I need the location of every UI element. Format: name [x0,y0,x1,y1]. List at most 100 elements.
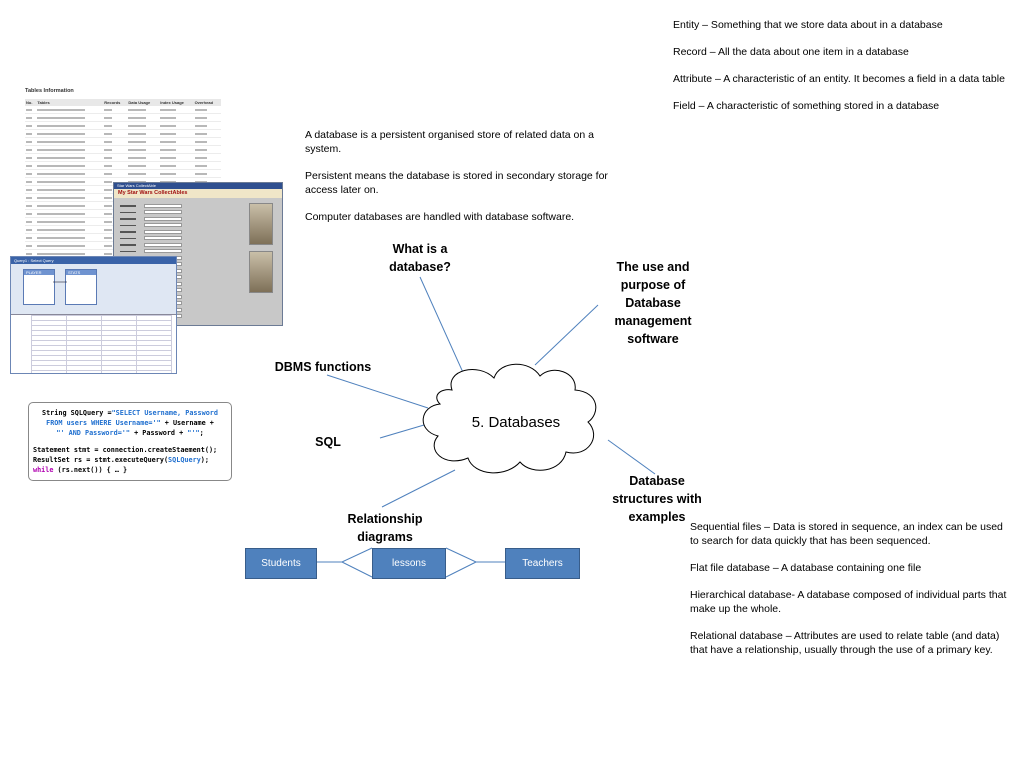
tables-cell [36,106,103,114]
tables-cell [25,194,36,202]
tables-col-overhead: Overhead [194,99,221,106]
tables-cell [25,146,36,154]
tables-row [25,154,221,162]
tables-cell [159,114,193,122]
structures-notes: Sequential files – Data is stored in seq… [690,520,1010,670]
form-field-row [120,203,190,207]
query-designer-screenshot: Query1 : Select Query PLAYER STATS [10,256,177,374]
tables-row [25,130,221,138]
tables-cell [103,114,127,122]
note-hierarchical: Hierarchical database- A database compos… [690,588,1010,616]
tables-cell [103,170,127,178]
tables-cell [194,170,221,178]
tables-cell [103,106,127,114]
connector-dbms [327,375,428,408]
query-table-stats: STATS [65,269,97,305]
tables-row [25,162,221,170]
tables-cell [159,170,193,178]
tables-cell [25,210,36,218]
code-line-3: "' AND Password='" + Password + "'"; [33,428,227,438]
code-line-2: FROM users WHERE Username='" + Username … [33,418,227,428]
form-field-row [120,216,190,220]
central-topic: 5. Databases [456,414,576,431]
tables-cell [127,138,159,146]
tables-cell [127,114,159,122]
form-field-row [120,249,190,253]
tables-cell [103,154,127,162]
connector-use-purpose [535,305,598,365]
note-relational: Relational database – Attributes are use… [690,629,1010,657]
branch-what-is: What is a database? [382,240,458,276]
tables-col-records: Records [103,99,127,106]
tables-cell [25,242,36,250]
tables-cell [36,114,103,122]
definition-record: Record – All the data about one item in … [673,45,1018,59]
tables-cell [103,122,127,130]
tables-cell [25,114,36,122]
connector-structures [608,440,655,474]
query-grid-cell [11,371,32,375]
query-table-player: PLAYER [23,269,55,305]
tables-row [25,170,221,178]
intro-persistent: Persistent means the database is stored … [305,169,610,197]
form-field-row [120,223,190,227]
intro-text: A database is a persistent organised sto… [305,128,610,237]
branch-relationship: Relationship diagrams [337,510,433,546]
query-grid-row [11,371,172,375]
tables-cell [159,122,193,130]
tables-row [25,106,221,114]
tables-cell [127,154,159,162]
tables-cell [25,234,36,242]
er-link-right-b [446,562,476,577]
tables-cell [36,242,103,250]
form-field-row [120,236,190,240]
tables-cell [36,194,103,202]
tables-cell [159,130,193,138]
query-grid-cell [102,371,137,375]
tables-cell [127,162,159,170]
query-grid-cell [32,371,67,375]
tables-cell [103,138,127,146]
tables-cell [25,106,36,114]
er-link-left-b [342,562,372,577]
tables-cell [25,170,36,178]
query-window-title: Query1 : Select Query [11,257,176,264]
tables-cell [25,154,36,162]
tables-cell [159,154,193,162]
tables-cell [36,146,103,154]
tables-cell [159,146,193,154]
tables-cell [36,186,103,194]
er-link-right [446,548,505,562]
connector-what-is [420,277,470,388]
entity-teachers: Teachers [505,548,580,579]
tables-cell [36,218,103,226]
tables-cell [36,138,103,146]
code-line-5: ResultSet rs = stmt.executeQuery(SQLQuer… [33,455,227,465]
tables-col-data-usage: Data Usage [127,99,159,106]
tables-cell [25,218,36,226]
tables-col-index-usage: Index Usage [159,99,193,106]
tables-cell [194,114,221,122]
er-link-left [315,548,372,562]
connector-relationship [382,470,455,507]
tables-cell [127,106,159,114]
tables-cell [194,162,221,170]
tables-cell [36,226,103,234]
form-field-row [120,229,190,233]
query-grid-cell [67,371,102,375]
tables-cell [194,138,221,146]
entity-lessons: lessons [372,548,446,579]
yoda-photo-top [249,203,273,245]
tables-cell [159,106,193,114]
tables-row [25,122,221,130]
tables-cell [36,154,103,162]
intro-definition: A database is a persistent organised sto… [305,128,610,156]
tables-cell [25,186,36,194]
tables-cell [194,130,221,138]
form-field-row [120,242,190,246]
tables-cell [25,226,36,234]
query-grid-cell [137,371,172,375]
connector-sql [380,425,424,438]
tables-cell [103,146,127,154]
tables-cell [36,130,103,138]
